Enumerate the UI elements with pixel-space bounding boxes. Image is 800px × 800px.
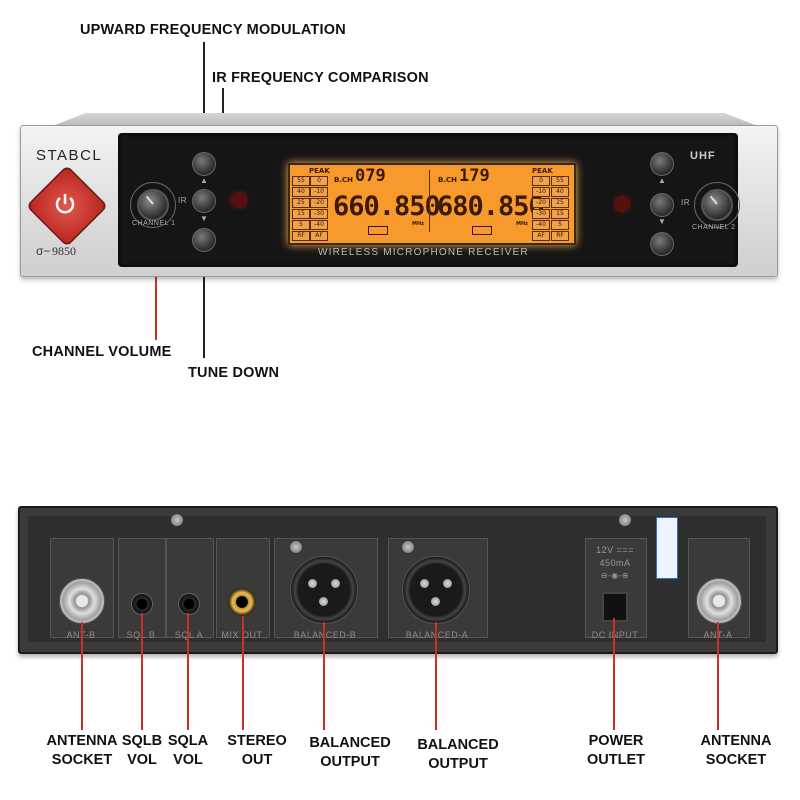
power-spec-voltage: 12V === xyxy=(596,545,634,555)
mix-out-label: MIX OUT xyxy=(221,630,263,640)
leader-line-stereo xyxy=(242,616,244,730)
callout-channel-volume: CHANNEL VOLUME xyxy=(32,344,172,360)
freq-a: 660.850 xyxy=(333,191,441,222)
up-arrow-icon: ▲ xyxy=(200,176,208,185)
uhf-badge: UHF xyxy=(690,150,716,162)
leader-line-upward xyxy=(203,42,205,154)
ch-b-label: B.CH xyxy=(438,176,457,184)
channel1-ring xyxy=(130,182,176,228)
ir-sensor-left xyxy=(233,194,245,206)
leader-line-balanced-a xyxy=(435,622,437,730)
model-number: 9850 xyxy=(52,244,76,258)
screw-top-right xyxy=(618,513,632,527)
dc-power-jack[interactable] xyxy=(602,592,628,622)
leader-line-antenna-a xyxy=(717,622,719,730)
ir-button-right[interactable] xyxy=(650,193,674,217)
channel2-ring xyxy=(694,182,740,228)
channel2-label: CHANNEL 2 xyxy=(692,224,736,231)
battery-icon-a xyxy=(368,226,388,235)
antenna-a-connector[interactable] xyxy=(696,578,742,624)
meter-af-right: 0 -10 -20 -30 -40 AF xyxy=(532,176,550,242)
antenna-b-connector[interactable] xyxy=(59,578,105,624)
ir-sensor-right xyxy=(616,198,628,210)
ch-a-number: 079 xyxy=(355,166,386,186)
channel1-label: CHANNEL 1 xyxy=(132,220,176,227)
power-spec-current: 450mA xyxy=(599,558,631,568)
receiver-title: WIRELESS MICROPHONE RECEIVER xyxy=(318,247,529,258)
balanced-b-label: BALANCED-B xyxy=(274,630,376,640)
ant-b-label: ANT-B xyxy=(50,630,112,640)
ir-label-right: IR xyxy=(681,198,690,207)
leader-line-tune-down xyxy=(203,250,205,358)
ir-label-left: IR xyxy=(178,196,187,205)
callout-tune-down: TUNE DOWN xyxy=(188,365,280,381)
peak-label-left: PEAK xyxy=(309,167,330,175)
sql-b-volume-pot[interactable] xyxy=(131,593,153,615)
callout-ir-frequency-comparison: IR FREQUENCY COMPARISON xyxy=(212,70,429,86)
sql-a-volume-pot[interactable] xyxy=(178,593,200,615)
stereo-out-jack[interactable] xyxy=(228,588,256,616)
down-arrow-icon: ▼ xyxy=(200,214,208,223)
leader-line-sqlb xyxy=(141,613,143,730)
model-logo-icon: σ− xyxy=(36,244,51,258)
screw-xlr-b xyxy=(289,540,303,554)
freq-b: 680.850 xyxy=(437,191,545,222)
battery-icon-b xyxy=(472,226,492,235)
meter-af-left: 0 -10 -20 -30 -40 AF xyxy=(310,176,328,242)
sql-b-label: SQL B xyxy=(126,630,156,640)
down-arrow-icon-right: ▼ xyxy=(658,217,666,226)
down-button-left[interactable] xyxy=(192,228,216,252)
meter-rf-right: 55 40 25 15 5 RF xyxy=(551,176,569,242)
meter-rf-left: 55 40 25 15 5 RF xyxy=(292,176,310,242)
sql-a-panel xyxy=(166,538,214,638)
dc-input-label: DC INPUT xyxy=(591,630,639,640)
serial-sticker xyxy=(656,517,678,579)
balanced-a-label: BALANCED-A xyxy=(388,630,486,640)
brand-logo: STABCL xyxy=(36,147,103,164)
power-icon xyxy=(55,194,75,214)
up-button-right[interactable] xyxy=(650,152,674,176)
peak-label-right: PEAK xyxy=(532,167,553,175)
screw-xlr-a xyxy=(401,540,415,554)
unit-b: MHz xyxy=(516,221,529,227)
channel2-volume-knob[interactable] xyxy=(701,189,733,221)
callout-upward-frequency: UPWARD FREQUENCY MODULATION xyxy=(80,22,346,38)
leader-line-sqla xyxy=(187,613,189,730)
ch-a-label: B.CH xyxy=(334,176,353,184)
lcd-display xyxy=(288,163,576,245)
lcd-divider xyxy=(429,170,430,232)
sql-a-label: SQL A xyxy=(174,630,204,640)
balanced-b-xlr-connector[interactable] xyxy=(290,556,358,624)
front-unit-top xyxy=(50,113,760,127)
screw-top-left xyxy=(170,513,184,527)
leader-line-balanced-b xyxy=(323,622,325,730)
ir-button-left[interactable] xyxy=(192,189,216,213)
up-button-left[interactable] xyxy=(192,152,216,176)
leader-line-antenna-b xyxy=(81,622,83,730)
unit-a: MHz xyxy=(412,221,425,227)
channel1-volume-knob[interactable] xyxy=(137,189,169,221)
balanced-a-xlr-connector[interactable] xyxy=(402,556,470,624)
leader-line-power xyxy=(613,618,615,730)
down-button-right[interactable] xyxy=(650,232,674,256)
polarity-icon: ⊖-◉-⊕ xyxy=(600,571,630,580)
up-arrow-icon-right: ▲ xyxy=(658,176,666,185)
ch-b-number: 179 xyxy=(459,166,490,186)
